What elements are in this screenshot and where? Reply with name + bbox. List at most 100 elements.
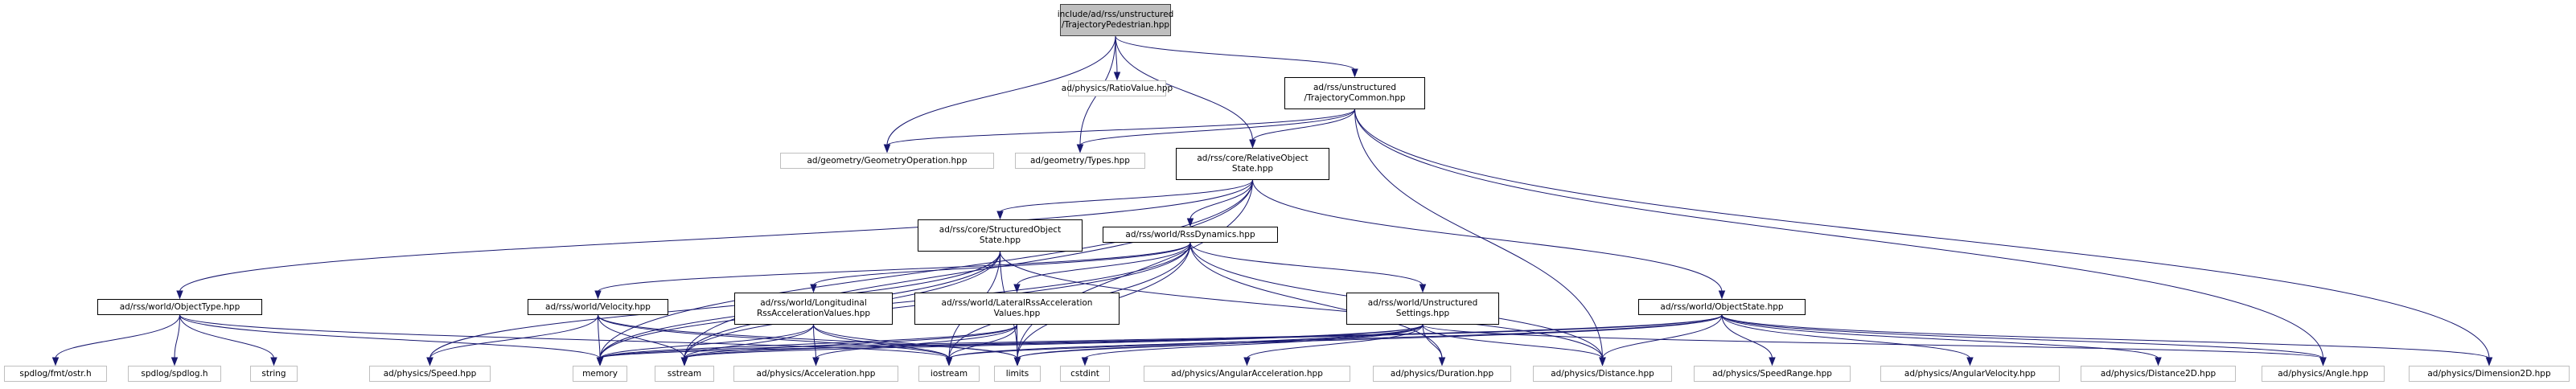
edge-velocity-to-sstream (598, 314, 685, 359)
node-string: string (250, 366, 298, 382)
edge-objstate-to-iostream (948, 314, 1723, 359)
node-spdlog: spdlog/spdlog.h (128, 366, 221, 382)
edge-velocity-to-memory (598, 314, 601, 359)
edge-unstrset-to-cstdint (1084, 324, 1424, 359)
arrowhead-icon (596, 357, 604, 366)
arrowhead-icon (1013, 357, 1021, 366)
arrowhead-icon (2155, 357, 2162, 366)
arrowhead-icon (996, 211, 1004, 220)
edge-longacc-to-iostream (813, 324, 950, 359)
edge-relobj-to-objstate (1252, 179, 1723, 293)
node-trajcommon[interactable]: ad/rss/unstructured /TrajectoryCommon.hp… (1284, 77, 1425, 109)
edge-root-to-trajcommon (1115, 35, 1355, 71)
edge-unstrset-to-duration (1422, 324, 1443, 359)
edge-root-to-geomop (886, 35, 1116, 146)
edge-longacc-to-limits (813, 324, 1018, 359)
edge-objstate-to-sstream (684, 314, 1723, 359)
edge-objstate-to-dist2d (1721, 314, 2159, 359)
edge-relobj-to-rssdyn (1189, 179, 1253, 220)
node-dim2d: ad/physics/Dimension2D.hpp (2409, 366, 2570, 382)
node-geomop: ad/geometry/GeometryOperation.hpp (780, 153, 994, 169)
edge-rssdyn-to-longacc (813, 242, 1191, 286)
edge-trajcommon-to-distance (1354, 109, 1603, 359)
edge-trajcommon-to-geomop (886, 109, 1355, 146)
edge-latacc-to-sstream (684, 324, 1017, 359)
arrowhead-icon (2485, 357, 2493, 366)
edge-velocity-to-speed (429, 314, 598, 359)
node-speedrange: ad/physics/SpeedRange.hpp (1694, 366, 1851, 382)
arrowhead-icon (51, 357, 60, 366)
node-longacc[interactable]: ad/rss/world/Longitudinal RssAcceleratio… (734, 293, 893, 325)
arrowhead-icon (1013, 284, 1021, 293)
edge-objtype-to-ostr (55, 314, 180, 359)
node-memory: memory (573, 366, 627, 382)
edge-objstate-to-angvel (1721, 314, 1970, 359)
edge-rssdyn-to-velocity (598, 242, 1191, 293)
edge-longacc-to-sstream (684, 324, 814, 359)
node-speed: ad/physics/Speed.hpp (369, 366, 491, 382)
node-rssdyn[interactable]: ad/rss/world/RssDynamics.hpp (1103, 227, 1278, 243)
node-unstrset[interactable]: ad/rss/world/Unstructured Settings.hpp (1346, 293, 1499, 325)
node-structobj[interactable]: ad/rss/core/StructuredObject State.hpp (918, 219, 1083, 252)
node-objstate[interactable]: ad/rss/world/ObjectState.hpp (1638, 299, 1806, 315)
edge-objtype-to-spdlog (174, 314, 180, 359)
arrowhead-icon (810, 284, 817, 293)
edge-objstate-to-limits (1017, 314, 1723, 359)
node-duration: ad/physics/Duration.hpp (1373, 366, 1511, 382)
edge-trajcommon-to-dim2d (1354, 109, 2490, 359)
arrowhead-icon (426, 357, 433, 366)
edge-relobj-to-sstream (684, 179, 1253, 359)
arrowhead-icon (1243, 357, 1251, 366)
arrowhead-icon (945, 357, 953, 366)
edge-objstate-to-angle (1721, 314, 2323, 359)
node-root[interactable]: include/ad/rss/unstructured /TrajectoryP… (1058, 4, 1173, 36)
edge-unstrset-to-distance (1422, 324, 1603, 359)
edge-rssdyn-to-duration (1189, 242, 1443, 359)
node-geomtypes: ad/geometry/Types.hpp (1015, 153, 1145, 169)
node-accel: ad/physics/Acceleration.hpp (733, 366, 898, 382)
arrowhead-icon (1351, 68, 1358, 78)
arrowhead-icon (594, 290, 602, 300)
arrowhead-icon (1081, 357, 1089, 366)
edge-latacc-to-memory (599, 324, 1017, 359)
node-iostream: iostream (918, 366, 980, 382)
arrowhead-icon (1113, 72, 1121, 81)
arrowhead-icon (1718, 290, 1726, 300)
arrowhead-icon (883, 144, 891, 154)
edge-rssdyn-to-unstrset (1189, 242, 1424, 286)
node-latacc[interactable]: ad/rss/world/LateralRssAcceleration Valu… (914, 293, 1120, 325)
node-cstdint: cstdint (1060, 366, 1110, 382)
arrowhead-icon (1419, 284, 1427, 293)
edge-objstate-to-speedrange (1721, 314, 1773, 359)
node-angle: ad/physics/Angle.hpp (2262, 366, 2385, 382)
arrowhead-icon (2319, 357, 2327, 366)
node-distance: ad/physics/Distance.hpp (1533, 366, 1672, 382)
edge-velocity-to-iostream (598, 314, 950, 359)
edge-unstrset-to-sstream (684, 324, 1424, 359)
arrowhead-icon (1966, 357, 1974, 366)
arrowhead-icon (1249, 139, 1256, 149)
node-relobj[interactable]: ad/rss/core/RelativeObject State.hpp (1176, 148, 1329, 180)
node-dist2d: ad/physics/Distance2D.hpp (2081, 366, 2236, 382)
node-velocity[interactable]: ad/rss/world/Velocity.hpp (528, 299, 668, 315)
node-objtype[interactable]: ad/rss/world/ObjectType.hpp (97, 299, 262, 315)
arrowhead-icon (1769, 357, 1776, 366)
edge-longacc-to-memory (599, 324, 814, 359)
edge-rssdyn-to-memory (599, 242, 1191, 359)
edge-unstrset-to-angacc (1247, 324, 1424, 359)
arrowhead-icon (1438, 357, 1446, 366)
edge-relobj-to-memory (599, 179, 1253, 359)
arrowhead-icon (1186, 218, 1194, 227)
edge-trajcommon-to-relobj (1252, 109, 1355, 141)
edge-rssdyn-to-latacc (1017, 242, 1191, 286)
edge-objtype-to-memory (179, 314, 601, 359)
arrowhead-icon (270, 357, 277, 366)
arrowhead-icon (176, 290, 183, 300)
edge-unstrset-to-iostream (948, 324, 1424, 359)
edge-objstate-to-distance (1602, 314, 1723, 359)
edge-structobj-to-distance (1000, 251, 1603, 359)
edge-relobj-to-limits (1017, 179, 1253, 359)
node-ostr: spdlog/fmt/ostr.h (4, 366, 107, 382)
arrowhead-icon (1599, 357, 1606, 366)
